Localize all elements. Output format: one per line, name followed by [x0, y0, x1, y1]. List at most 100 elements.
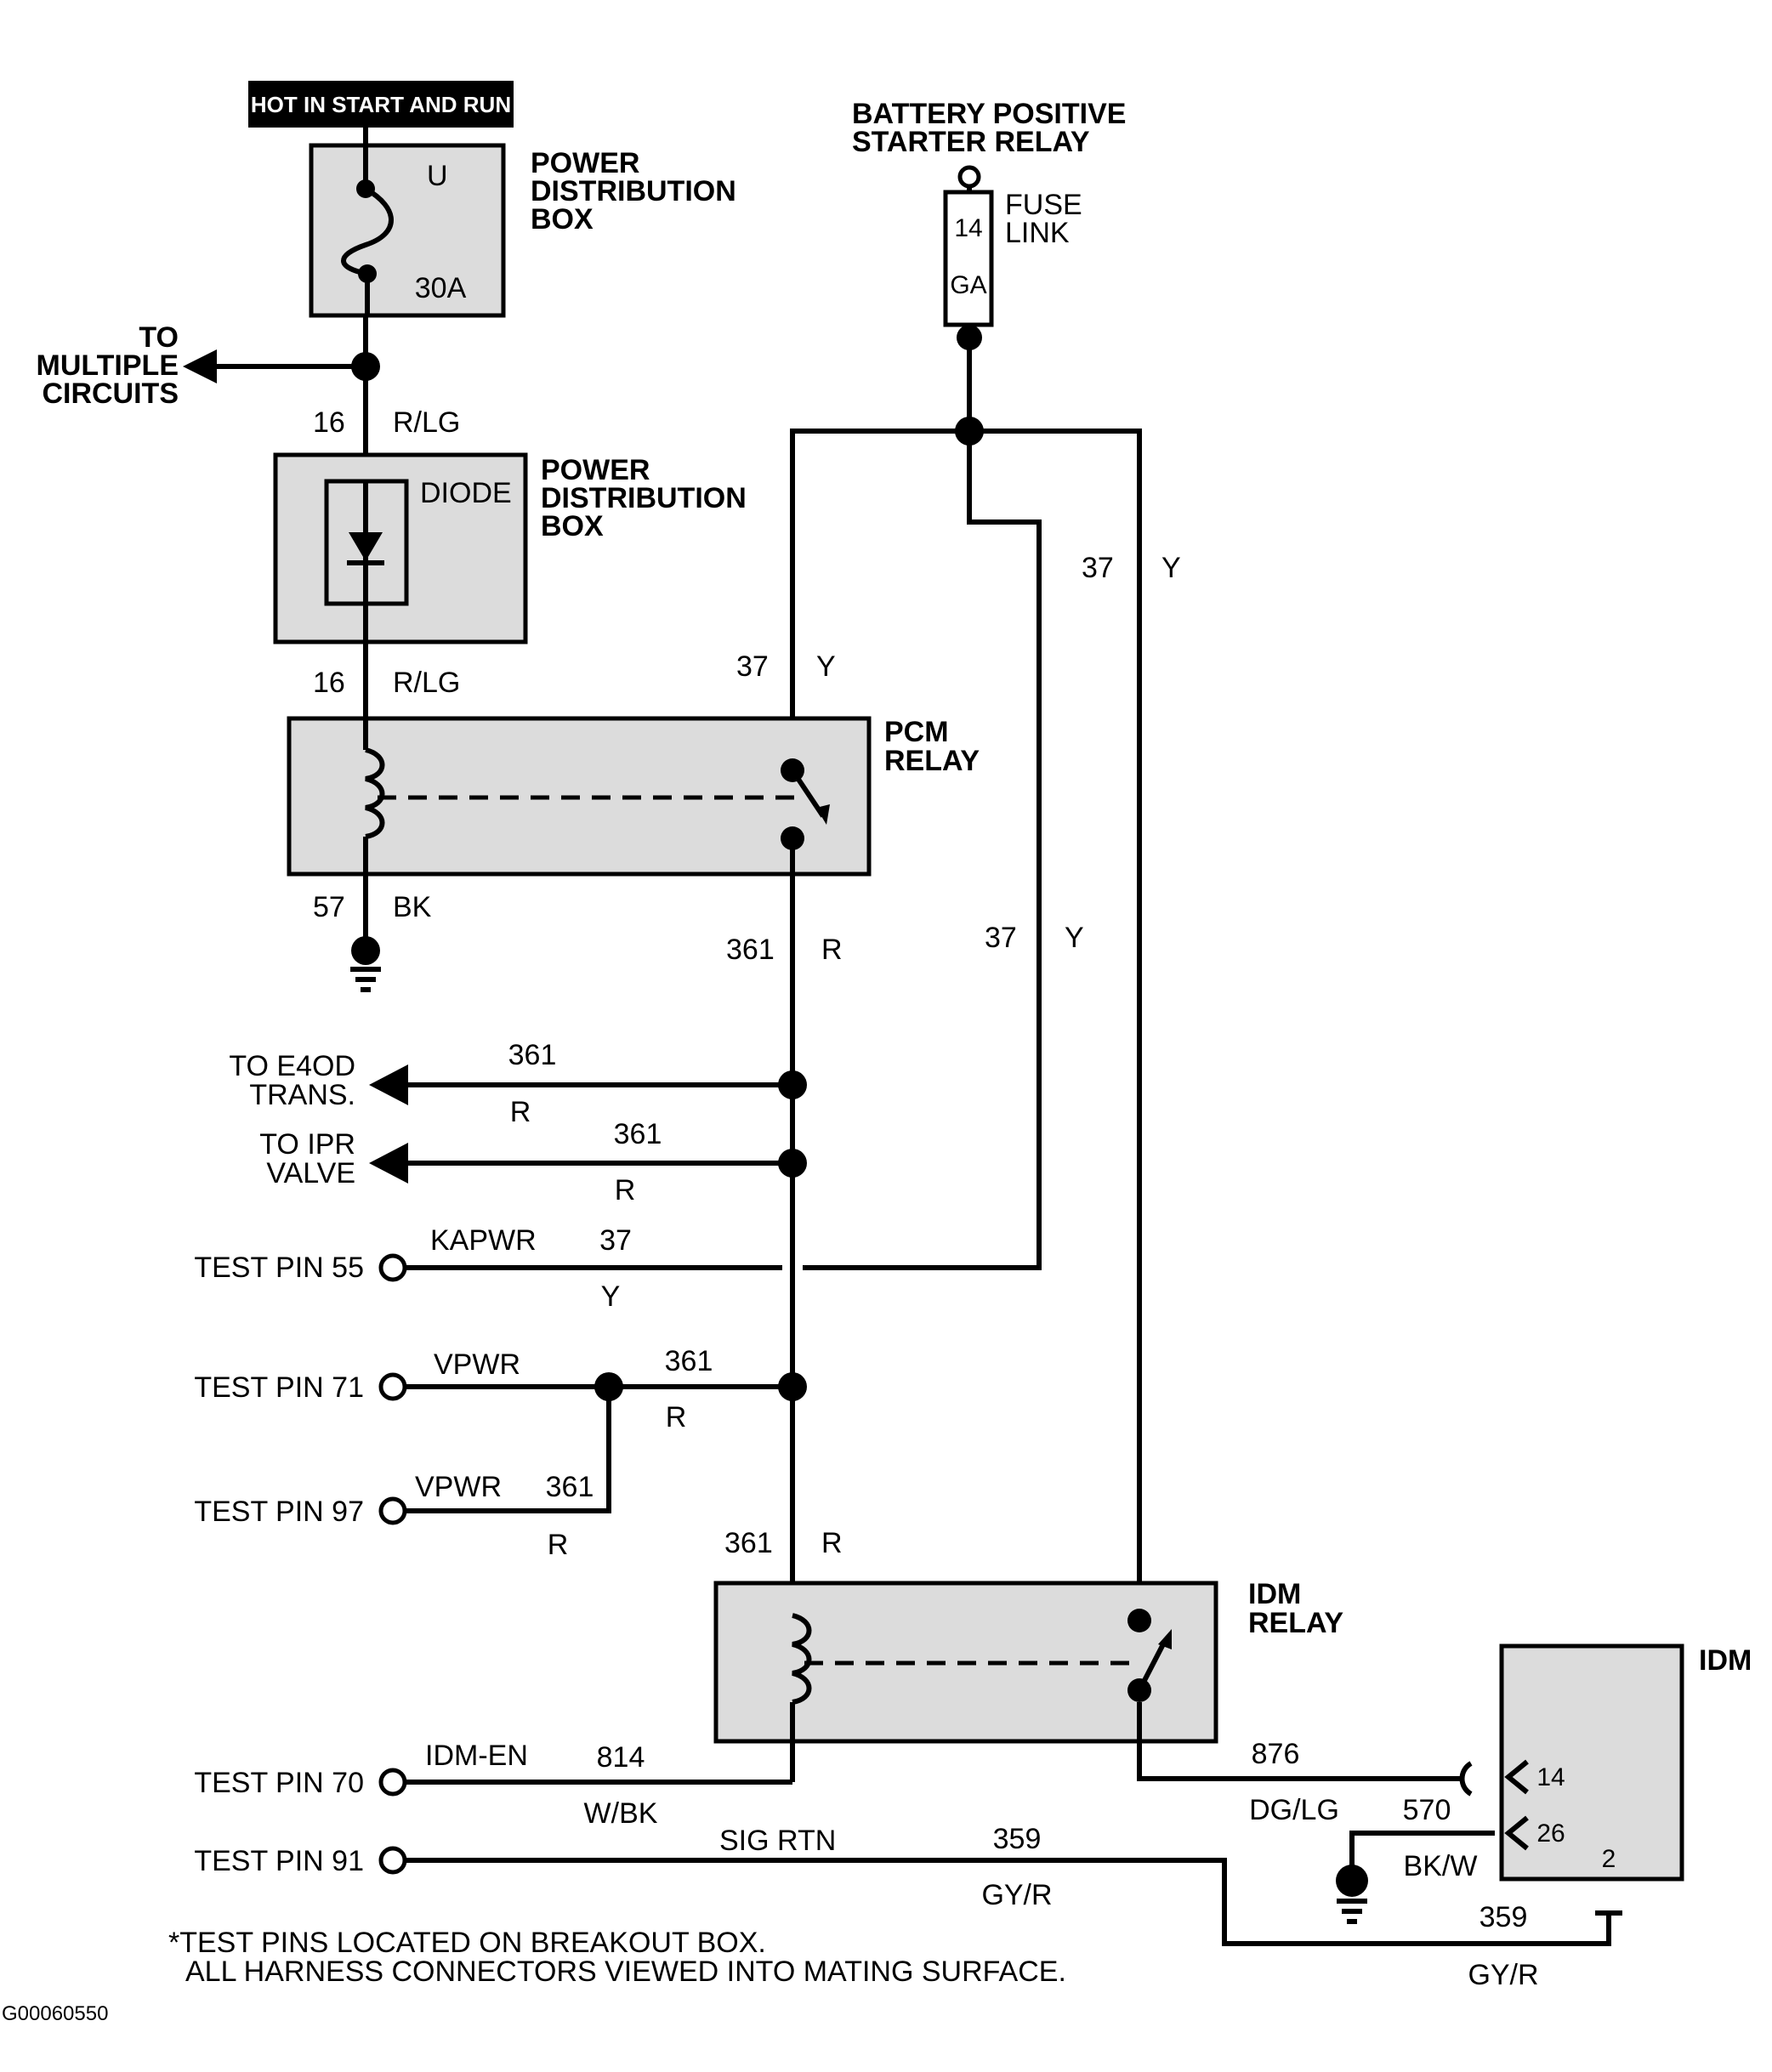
test-pin-71-color: R: [666, 1401, 687, 1433]
idm-title: IDM: [1699, 1644, 1752, 1677]
fuse-link-body: [943, 190, 994, 327]
pcm-relay-coil: [365, 747, 385, 839]
pdb-fuse-box: [309, 143, 506, 318]
test-pin-97-label: TEST PIN 97: [194, 1496, 364, 1528]
fuse-symbol: [341, 186, 394, 276]
pcm-relay-label-1: PCM: [884, 716, 949, 748]
test-pin-97-color: R: [548, 1529, 569, 1561]
wire-16-lower-num: 16: [313, 667, 345, 699]
test-pin-91-color: GY/R: [981, 1879, 1052, 1911]
idm-pin-26-chevron: [1504, 1815, 1529, 1851]
wire-359-idm-color: GY/R: [1468, 1959, 1538, 1991]
test-pin-55-color: Y: [601, 1280, 621, 1313]
ipr-wire-color: R: [615, 1174, 636, 1206]
arrow-to-e4od: [369, 1064, 408, 1105]
wire-16-upper-color: R/LG: [393, 406, 460, 439]
test-pin-71-num: 361: [665, 1345, 713, 1377]
pdb-fuse-title-1: POWER: [531, 147, 639, 179]
wire-57-color: BK: [393, 891, 432, 923]
e4od-wire-color: R: [510, 1096, 531, 1128]
figure-id: G00060550: [2, 2002, 108, 2025]
wire-16-upper-num: 16: [313, 406, 345, 439]
e4od-label-2: TRANS.: [249, 1079, 355, 1111]
battery-label-1: BATTERY POSITIVE: [852, 98, 1126, 130]
test-pin-70-signal: IDM-EN: [425, 1740, 528, 1772]
test-pin-97-num: 361: [546, 1471, 594, 1503]
pdb-fuse-title-2: DISTRIBUTION: [531, 175, 736, 207]
wire-16-lower-color: R/LG: [393, 667, 460, 699]
pcm-relay-label-2: RELAY: [884, 745, 980, 777]
idm-relay-label-2: RELAY: [1248, 1607, 1343, 1639]
idm-relay-label-1: IDM: [1248, 1578, 1301, 1610]
wire-361-idm-num: 361: [724, 1527, 773, 1559]
banner-box: [248, 81, 514, 128]
wire-57-num: 57: [313, 891, 345, 923]
test-pin-70-terminal: [378, 1768, 407, 1797]
wire-570-num: 570: [1403, 1794, 1451, 1826]
test-pin-55-signal: KAPWR: [430, 1224, 537, 1257]
ipr-label-2: VALVE: [266, 1157, 355, 1189]
wire-37-pcm-color: Y: [816, 650, 836, 683]
wire-37-pcm-num: 37: [736, 650, 769, 683]
fuse-link-gauge-unit: GA: [950, 271, 986, 299]
wire-876-color: DG/LG: [1249, 1794, 1339, 1826]
idm-relay-switch: [1137, 1639, 1167, 1692]
pdb-diode-part: DIODE: [420, 477, 512, 509]
e4od-label-1: TO E4OD: [229, 1050, 355, 1082]
test-pin-91-label: TEST PIN 91: [194, 1845, 364, 1877]
fuse-link-label-2: LINK: [1005, 217, 1070, 249]
test-pin-70-num: 814: [597, 1741, 645, 1774]
pdb-fuse-rating: 30A: [415, 272, 467, 304]
ipr-label-1: TO IPR: [259, 1128, 355, 1161]
wire-37-mid-num: 37: [985, 922, 1017, 954]
pdb-fuse-terminal: U: [427, 160, 448, 192]
arrow-to-ipr: [369, 1143, 408, 1184]
test-pin-91-terminal: [378, 1846, 407, 1875]
pdb-diode-title-1: POWER: [541, 454, 650, 486]
banner-text: HOT IN START AND RUN: [251, 92, 511, 117]
ipr-wire-num: 361: [614, 1118, 662, 1150]
test-pin-55-terminal: [378, 1253, 407, 1282]
wire-361-pcm-color: R: [821, 934, 843, 966]
wire-570-color: BK/W: [1404, 1850, 1478, 1882]
test-pin-97-terminal: [378, 1496, 407, 1525]
pdb-diode-title-3: BOX: [541, 510, 604, 542]
pdb-fuse-title-3: BOX: [531, 203, 594, 236]
to-multiple-3: CIRCUITS: [42, 378, 179, 410]
idm-pin-26: 26: [1536, 1819, 1565, 1848]
wire-37-mid-color: Y: [1065, 922, 1084, 954]
ground-idm: [1336, 1865, 1368, 1897]
idm-relay-coil: [792, 1613, 812, 1705]
pdb-diode-title-2: DISTRIBUTION: [541, 482, 747, 514]
test-pin-70-label: TEST PIN 70: [194, 1767, 364, 1799]
ground-pcm: [351, 936, 380, 965]
e4od-wire-num: 361: [508, 1039, 557, 1071]
test-pin-55-label: TEST PIN 55: [194, 1252, 364, 1284]
arrow-to-multiple: [183, 349, 217, 383]
test-pin-71-terminal: [378, 1372, 407, 1401]
wire-361-pcm-num: 361: [726, 934, 775, 966]
wire-876-num: 876: [1252, 1738, 1300, 1770]
test-pin-71-signal: VPWR: [434, 1348, 520, 1381]
fuse-link-label-1: FUSE: [1005, 189, 1082, 221]
test-pin-97-signal: VPWR: [415, 1471, 502, 1503]
test-pin-91-signal: SIG RTN: [719, 1825, 836, 1857]
wire-37-right-num: 37: [1082, 552, 1114, 584]
idm-pin-14: 14: [1536, 1763, 1565, 1791]
test-pin-91-num: 359: [993, 1823, 1042, 1855]
idm-pin-14-chevron: [1504, 1759, 1529, 1795]
idm-pin-2: 2: [1602, 1845, 1616, 1873]
wire-37-right-color: Y: [1161, 552, 1181, 584]
notes-line-1: *TEST PINS LOCATED ON BREAKOUT BOX.: [168, 1927, 766, 1959]
test-pin-55-num: 37: [599, 1224, 632, 1257]
battery-terminal: [957, 165, 981, 189]
battery-label-2: STARTER RELAY: [852, 126, 1090, 158]
idm-box: [1499, 1643, 1684, 1882]
connector-876: [1459, 1761, 1473, 1797]
notes-line-2: ALL HARNESS CONNECTORS VIEWED INTO MATIN…: [185, 1956, 1066, 1988]
to-multiple-2: MULTIPLE: [37, 349, 179, 382]
to-multiple-1: TO: [139, 321, 179, 354]
wire-359-idm-num: 359: [1480, 1901, 1528, 1933]
fuse-link-gauge-num: 14: [954, 214, 982, 242]
test-pin-70-color: W/BK: [584, 1797, 658, 1830]
